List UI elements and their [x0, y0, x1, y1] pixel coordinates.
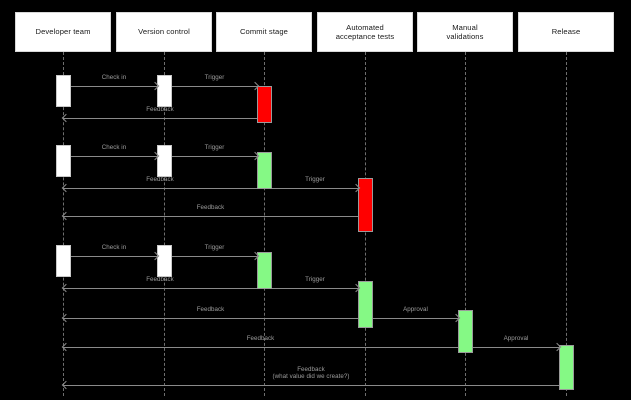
- activation-bar-dev-neutral: [56, 145, 71, 177]
- activation-bar-manual-pass: [458, 310, 473, 353]
- participant-box-vcs[interactable]: Version control: [116, 12, 212, 52]
- participant-label-vcs: Version control: [138, 27, 190, 37]
- participant-box-release[interactable]: Release: [518, 12, 614, 52]
- message-line-m17: [63, 385, 559, 386]
- activation-bar-vcs-neutral: [157, 245, 172, 277]
- activation-bar-commit-fail: [257, 86, 272, 123]
- message-line-m2: [172, 86, 257, 87]
- activation-bar-commit-pass: [257, 252, 272, 289]
- message-label-m9: Check in: [101, 244, 127, 252]
- message-line-m9: [71, 256, 157, 257]
- message-label-m3: Feedback: [146, 106, 174, 114]
- activation-bar-vcs-neutral: [157, 75, 172, 107]
- participant-label-release: Release: [551, 27, 581, 37]
- message-line-m12: [272, 288, 358, 289]
- message-line-m10: [172, 256, 257, 257]
- lifeline-dev: [63, 52, 64, 396]
- message-label-m1: Check in: [101, 74, 127, 82]
- message-label-m17: Feedback (what value did we create?): [272, 365, 350, 381]
- activation-bar-dev-neutral: [56, 245, 71, 277]
- lifeline-release: [566, 52, 567, 396]
- message-line-m16: [473, 347, 559, 348]
- message-label-m7: Trigger: [305, 176, 325, 184]
- message-line-m1: [71, 86, 157, 87]
- message-label-m6: Feedback: [146, 176, 174, 184]
- message-line-m4: [71, 156, 157, 157]
- message-line-m7: [272, 188, 358, 189]
- message-label-m13: Feedback: [196, 306, 225, 314]
- activation-bar-commit-pass: [257, 152, 272, 189]
- activation-bar-auto-fail: [358, 178, 373, 232]
- message-line-m3: [63, 118, 257, 119]
- message-label-m16: Approval: [503, 335, 529, 343]
- participant-label-dev: Developer team: [35, 27, 91, 37]
- participant-label-commit: Commit stage: [239, 27, 289, 37]
- participant-label-auto: Automated acceptance tests: [335, 22, 395, 41]
- lifeline-commit: [264, 52, 265, 396]
- message-line-m6: [63, 188, 257, 189]
- lifeline-manual: [465, 52, 466, 396]
- activation-bar-auto-pass: [358, 281, 373, 328]
- participant-box-dev[interactable]: Developer team: [15, 12, 111, 52]
- message-line-m13: [63, 318, 358, 319]
- message-label-m15: Feedback: [246, 335, 275, 343]
- message-label-m2: Trigger: [204, 74, 225, 82]
- message-line-m5: [172, 156, 257, 157]
- activation-bar-release-pass: [559, 345, 574, 390]
- participant-box-manual[interactable]: Manual validations: [417, 12, 513, 52]
- message-label-m11: Feedback: [146, 276, 174, 284]
- message-label-m14: Approval: [403, 306, 428, 314]
- message-line-m11: [63, 288, 257, 289]
- message-label-m5: Trigger: [204, 144, 225, 152]
- participant-box-commit[interactable]: Commit stage: [216, 12, 312, 52]
- message-label-m4: Check in: [101, 144, 127, 152]
- message-line-m15: [63, 347, 458, 348]
- lifeline-vcs: [164, 52, 165, 396]
- message-label-m10: Trigger: [204, 244, 225, 252]
- message-line-m14: [373, 318, 458, 319]
- message-line-m8: [63, 216, 358, 217]
- participant-box-auto[interactable]: Automated acceptance tests: [317, 12, 413, 52]
- participant-label-manual: Manual validations: [446, 22, 484, 41]
- message-label-m12: Trigger: [305, 276, 325, 284]
- activation-bar-vcs-neutral: [157, 145, 172, 177]
- activation-bar-dev-neutral: [56, 75, 71, 107]
- message-label-m8: Feedback: [196, 204, 225, 212]
